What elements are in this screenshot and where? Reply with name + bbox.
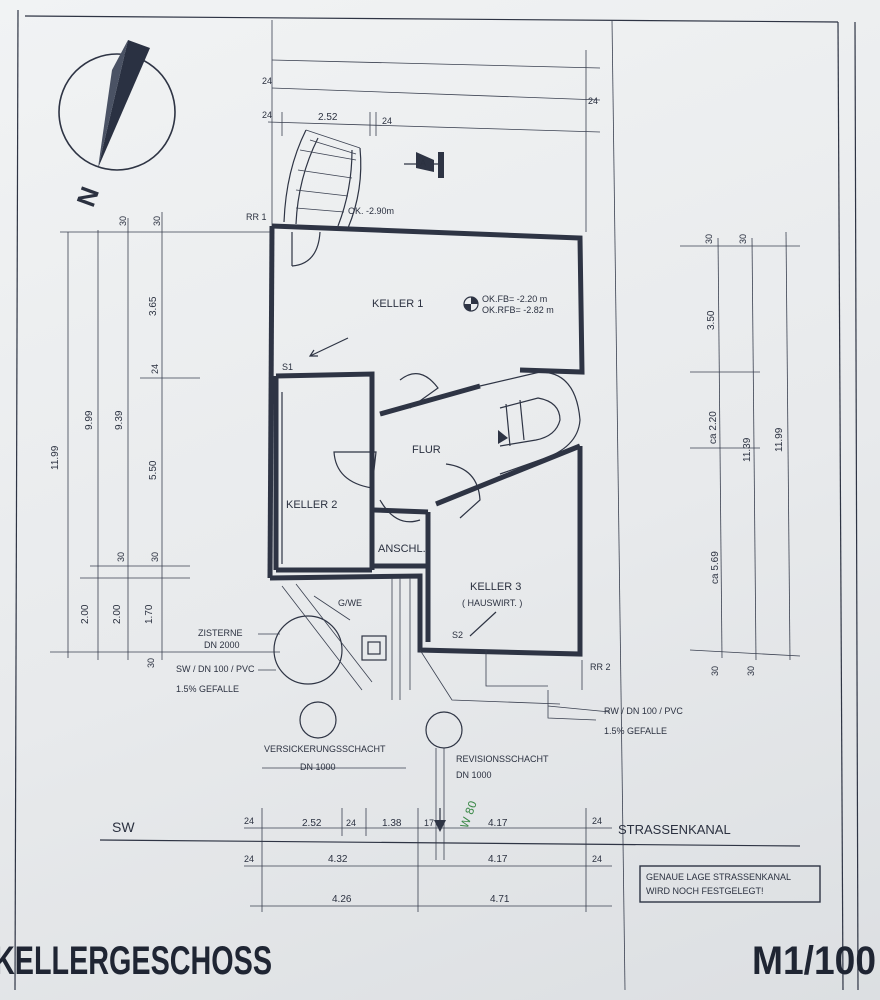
keller1-level-a: OK.FB= -2.20 m: [482, 294, 547, 304]
level-symbol-icon: [463, 296, 479, 312]
sw-pipe-label: SW / DN 100 / PVC: [176, 664, 255, 674]
right-dim-30b: 30: [738, 234, 748, 244]
drainage-labels: ZISTERNE DN 2000 SW / DN 100 / PVC 1.5% …: [176, 628, 683, 830]
right-dim-30a: 30: [704, 234, 714, 244]
bottom-dim-r2-2: 4.32: [328, 854, 348, 865]
right-dim-ca-2-20: ca 2.20: [708, 411, 719, 444]
marker-rr2: RR 2: [590, 662, 611, 672]
room-keller-2: KELLER 2: [286, 499, 337, 511]
left-dim-9-39: 9.39: [114, 410, 125, 430]
sw-label: SW: [112, 819, 135, 835]
scale-label: M1/100: [752, 939, 876, 983]
top-ok-level: OK. -2.90m: [348, 206, 394, 216]
left-dim-5-50: 5.50: [148, 460, 159, 480]
sheet-borders: [14, 9, 859, 991]
bottom-dim-r1-4: 1.38: [382, 818, 402, 829]
drainage-system: [258, 578, 611, 860]
markers: RR 1 S1 S2 RR 2 G/WE: [246, 212, 611, 672]
left-dim-2-00a: 2.00: [80, 604, 91, 624]
top-dim-2-52: 2.52: [318, 112, 338, 123]
section-label: A: [420, 158, 426, 168]
right-dim-11-39: 11.39: [742, 437, 753, 462]
page-title: KELLERGESCHOSS: [0, 939, 272, 983]
bottom-dim-r1-5: 17: [424, 818, 434, 828]
note-line-1: GENAUE LAGE STRASSENKANAL: [646, 872, 791, 882]
right-dim-30d: 30: [746, 666, 756, 676]
zisterne-circle: [273, 615, 343, 685]
left-dim-11-99: 11.99: [50, 445, 61, 470]
sw-pipe-gradient: 1.5% GEFALLE: [176, 684, 239, 694]
top-dimension-lines: 24 24 2.52 24 24 OK. -2.90m: [262, 20, 601, 232]
keller1-level-b: OK.RFB= -2.82 m: [482, 305, 554, 315]
right-dim-11-99: 11.99: [774, 427, 785, 452]
bottom-dim-r1-6: 4.17: [488, 818, 508, 829]
bottom-dim-r2-4: 24: [592, 854, 602, 864]
left-dim-30a: 30: [118, 216, 128, 226]
bottom-dim-r1-7: 24: [592, 816, 602, 826]
spiral-stair: [479, 371, 581, 475]
top-dim-24c: 24: [382, 116, 392, 126]
left-dim-30c: 30: [116, 552, 126, 562]
flur-doors: [333, 373, 481, 523]
entrance-stair: [283, 129, 362, 229]
bottom-dim-r2-1: 24: [244, 854, 254, 864]
room-keller-1: KELLER 1: [372, 298, 423, 310]
right-dim-3-50: 3.50: [706, 310, 717, 330]
versickerung-circle: [299, 701, 337, 739]
left-dim-2-00b: 2.00: [112, 604, 123, 624]
marker-gwe: G/WE: [338, 598, 362, 608]
zisterne-dn: DN 2000: [204, 640, 240, 650]
top-dim-24a: 24: [262, 76, 272, 86]
north-arrow-icon: N: [58, 40, 176, 211]
room-flur: FLUR: [412, 444, 441, 456]
room-keller-3-sub: ( HAUSWIRT. ): [462, 598, 522, 608]
right-dim-30c: 30: [710, 666, 720, 676]
revision-dn: DN 1000: [456, 770, 492, 780]
versickerung-dn: DN 1000: [300, 762, 336, 772]
right-dim-ca-5-69: ca 5.69: [710, 551, 721, 584]
note-box: GENAUE LAGE STRASSENKANAL WIRD NOCH FEST…: [639, 865, 821, 903]
bottom-dim-r1-1: 24: [244, 816, 254, 826]
room-labels: KELLER 1 OK.FB= -2.20 m OK.RFB= -2.82 m …: [286, 294, 554, 608]
left-dim-9-99: 9.99: [84, 410, 95, 430]
manhole-square: [361, 635, 387, 661]
left-dim-30b: 30: [152, 216, 162, 226]
revision-label: REVISIONSSCHACHT: [456, 754, 549, 764]
north-label: N: [70, 183, 105, 211]
marker-rr1: RR 1: [246, 212, 267, 222]
left-dim-30d: 30: [150, 552, 160, 562]
section-marker-a: A: [404, 152, 444, 178]
top-dim-24d: 24: [588, 96, 598, 106]
strassenkanal-label: STRASSENKANAL: [618, 822, 731, 837]
bottom-dim-r1-2: 2.52: [302, 818, 322, 829]
top-dim-24b: 24: [262, 110, 272, 120]
left-dimension-chain: 11.99 9.99 9.39 3.65 5.50 2.00 2.00 1.70…: [50, 212, 280, 668]
left-dim-24: 24: [150, 364, 160, 374]
left-dim-1-70: 1.70: [144, 604, 155, 624]
handwritten-note: W 80: [458, 799, 480, 830]
rw-pipe-label: RW / DN 100 / PVC: [604, 706, 683, 716]
right-dimension-chain: 3.50 ca 2.20 11.39 11.99 ca 5.69 30 30 3…: [680, 231, 801, 676]
marker-s1: S1: [282, 362, 293, 372]
zisterne-label: ZISTERNE: [198, 628, 243, 638]
room-keller-3: KELLER 3: [470, 581, 521, 593]
versickerung-label: VERSICKERUNGSSCHACHT: [264, 744, 386, 754]
bottom-dim-r2-3: 4.17: [488, 854, 508, 865]
note-line-2: WIRD NOCH FESTGELEGT!: [646, 886, 764, 896]
rw-pipe-gradient: 1.5% GEFALLE: [604, 726, 667, 736]
bottom-dim-r3-2: 4.71: [490, 894, 510, 905]
room-anschl: ANSCHL.: [378, 543, 426, 555]
bottom-dim-r1-3: 24: [346, 818, 356, 828]
bottom-dimension-lines: 24 2.52 24 1.38 17 4.17 24 24 4.32 4.17 …: [99, 808, 801, 912]
left-dim-3-65: 3.65: [148, 296, 159, 316]
left-dim-30e: 30: [146, 658, 156, 668]
bottom-dim-r3-1: 4.26: [332, 894, 352, 905]
revision-circle: [425, 711, 463, 749]
marker-s2: S2: [452, 630, 463, 640]
